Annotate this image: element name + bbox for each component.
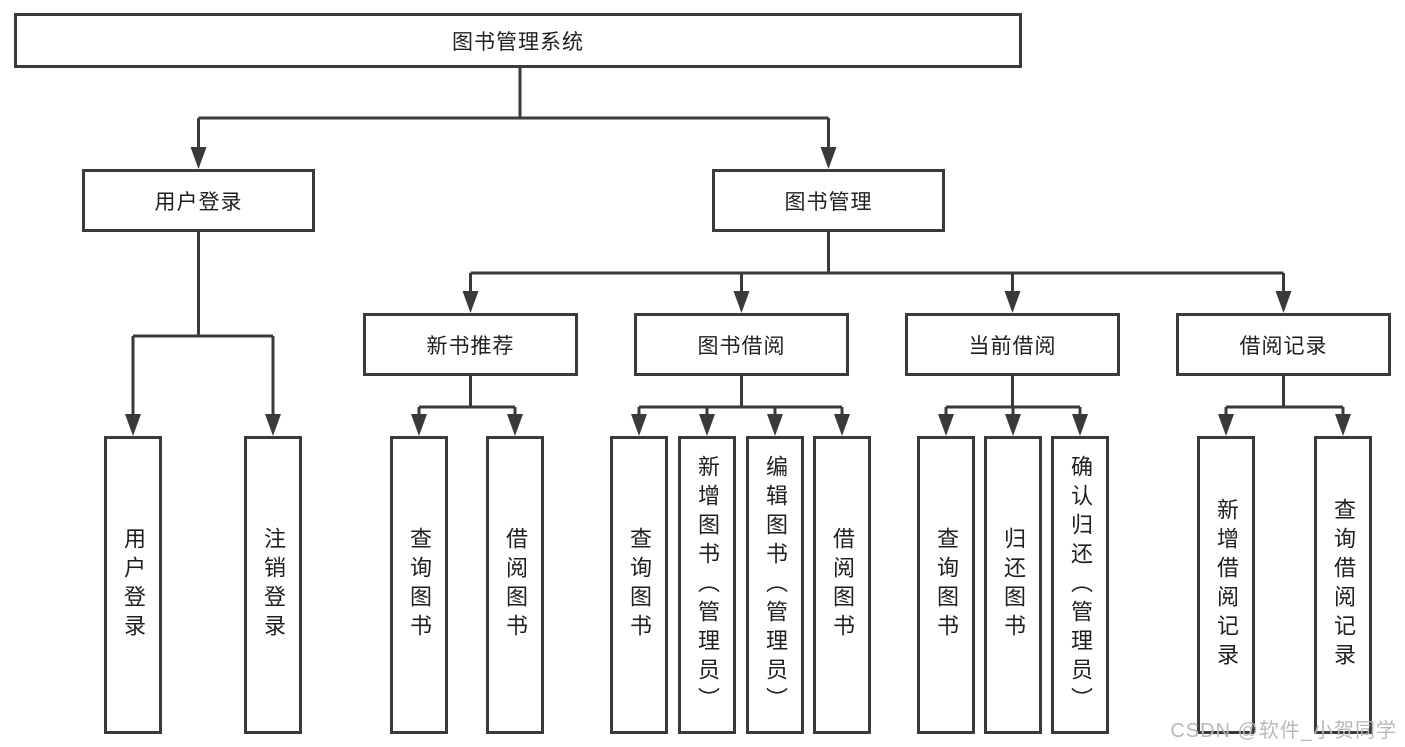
leaf-current-query-books: 查询图书 bbox=[917, 436, 975, 734]
leaf-newbooks-borrow-books: 借阅图书 bbox=[486, 436, 544, 734]
node-book-management: 图书管理 bbox=[712, 169, 945, 232]
leaf-records-query-record: 查询借阅记录 bbox=[1314, 436, 1372, 734]
node-user-login: 用户登录 bbox=[82, 169, 315, 232]
node-book-borrow: 图书借阅 bbox=[634, 313, 849, 376]
leaf-user-login: 用户登录 bbox=[104, 436, 162, 734]
leaf-bookborrow-edit-books-admin: 编辑图书（管理员） bbox=[746, 436, 804, 734]
leaf-records-add-record: 新增借阅记录 bbox=[1197, 436, 1255, 734]
leaf-logout: 注销登录 bbox=[244, 436, 302, 734]
leaf-bookborrow-add-books-admin: 新增图书（管理员） bbox=[678, 436, 736, 734]
leaf-current-return-books: 归还图书 bbox=[984, 436, 1042, 734]
node-root: 图书管理系统 bbox=[14, 13, 1022, 68]
csdn-watermark: CSDN @软件_小贺同学 bbox=[1170, 720, 1397, 742]
leaf-current-confirm-return-admin: 确认归还（管理员） bbox=[1051, 436, 1109, 734]
node-current-borrow: 当前借阅 bbox=[905, 313, 1120, 376]
node-borrow-records: 借阅记录 bbox=[1176, 313, 1391, 376]
node-new-book-recommend: 新书推荐 bbox=[363, 313, 578, 376]
leaf-bookborrow-query-books: 查询图书 bbox=[610, 436, 668, 734]
leaf-newbooks-query-books: 查询图书 bbox=[390, 436, 448, 734]
leaf-bookborrow-borrow-books: 借阅图书 bbox=[813, 436, 871, 734]
